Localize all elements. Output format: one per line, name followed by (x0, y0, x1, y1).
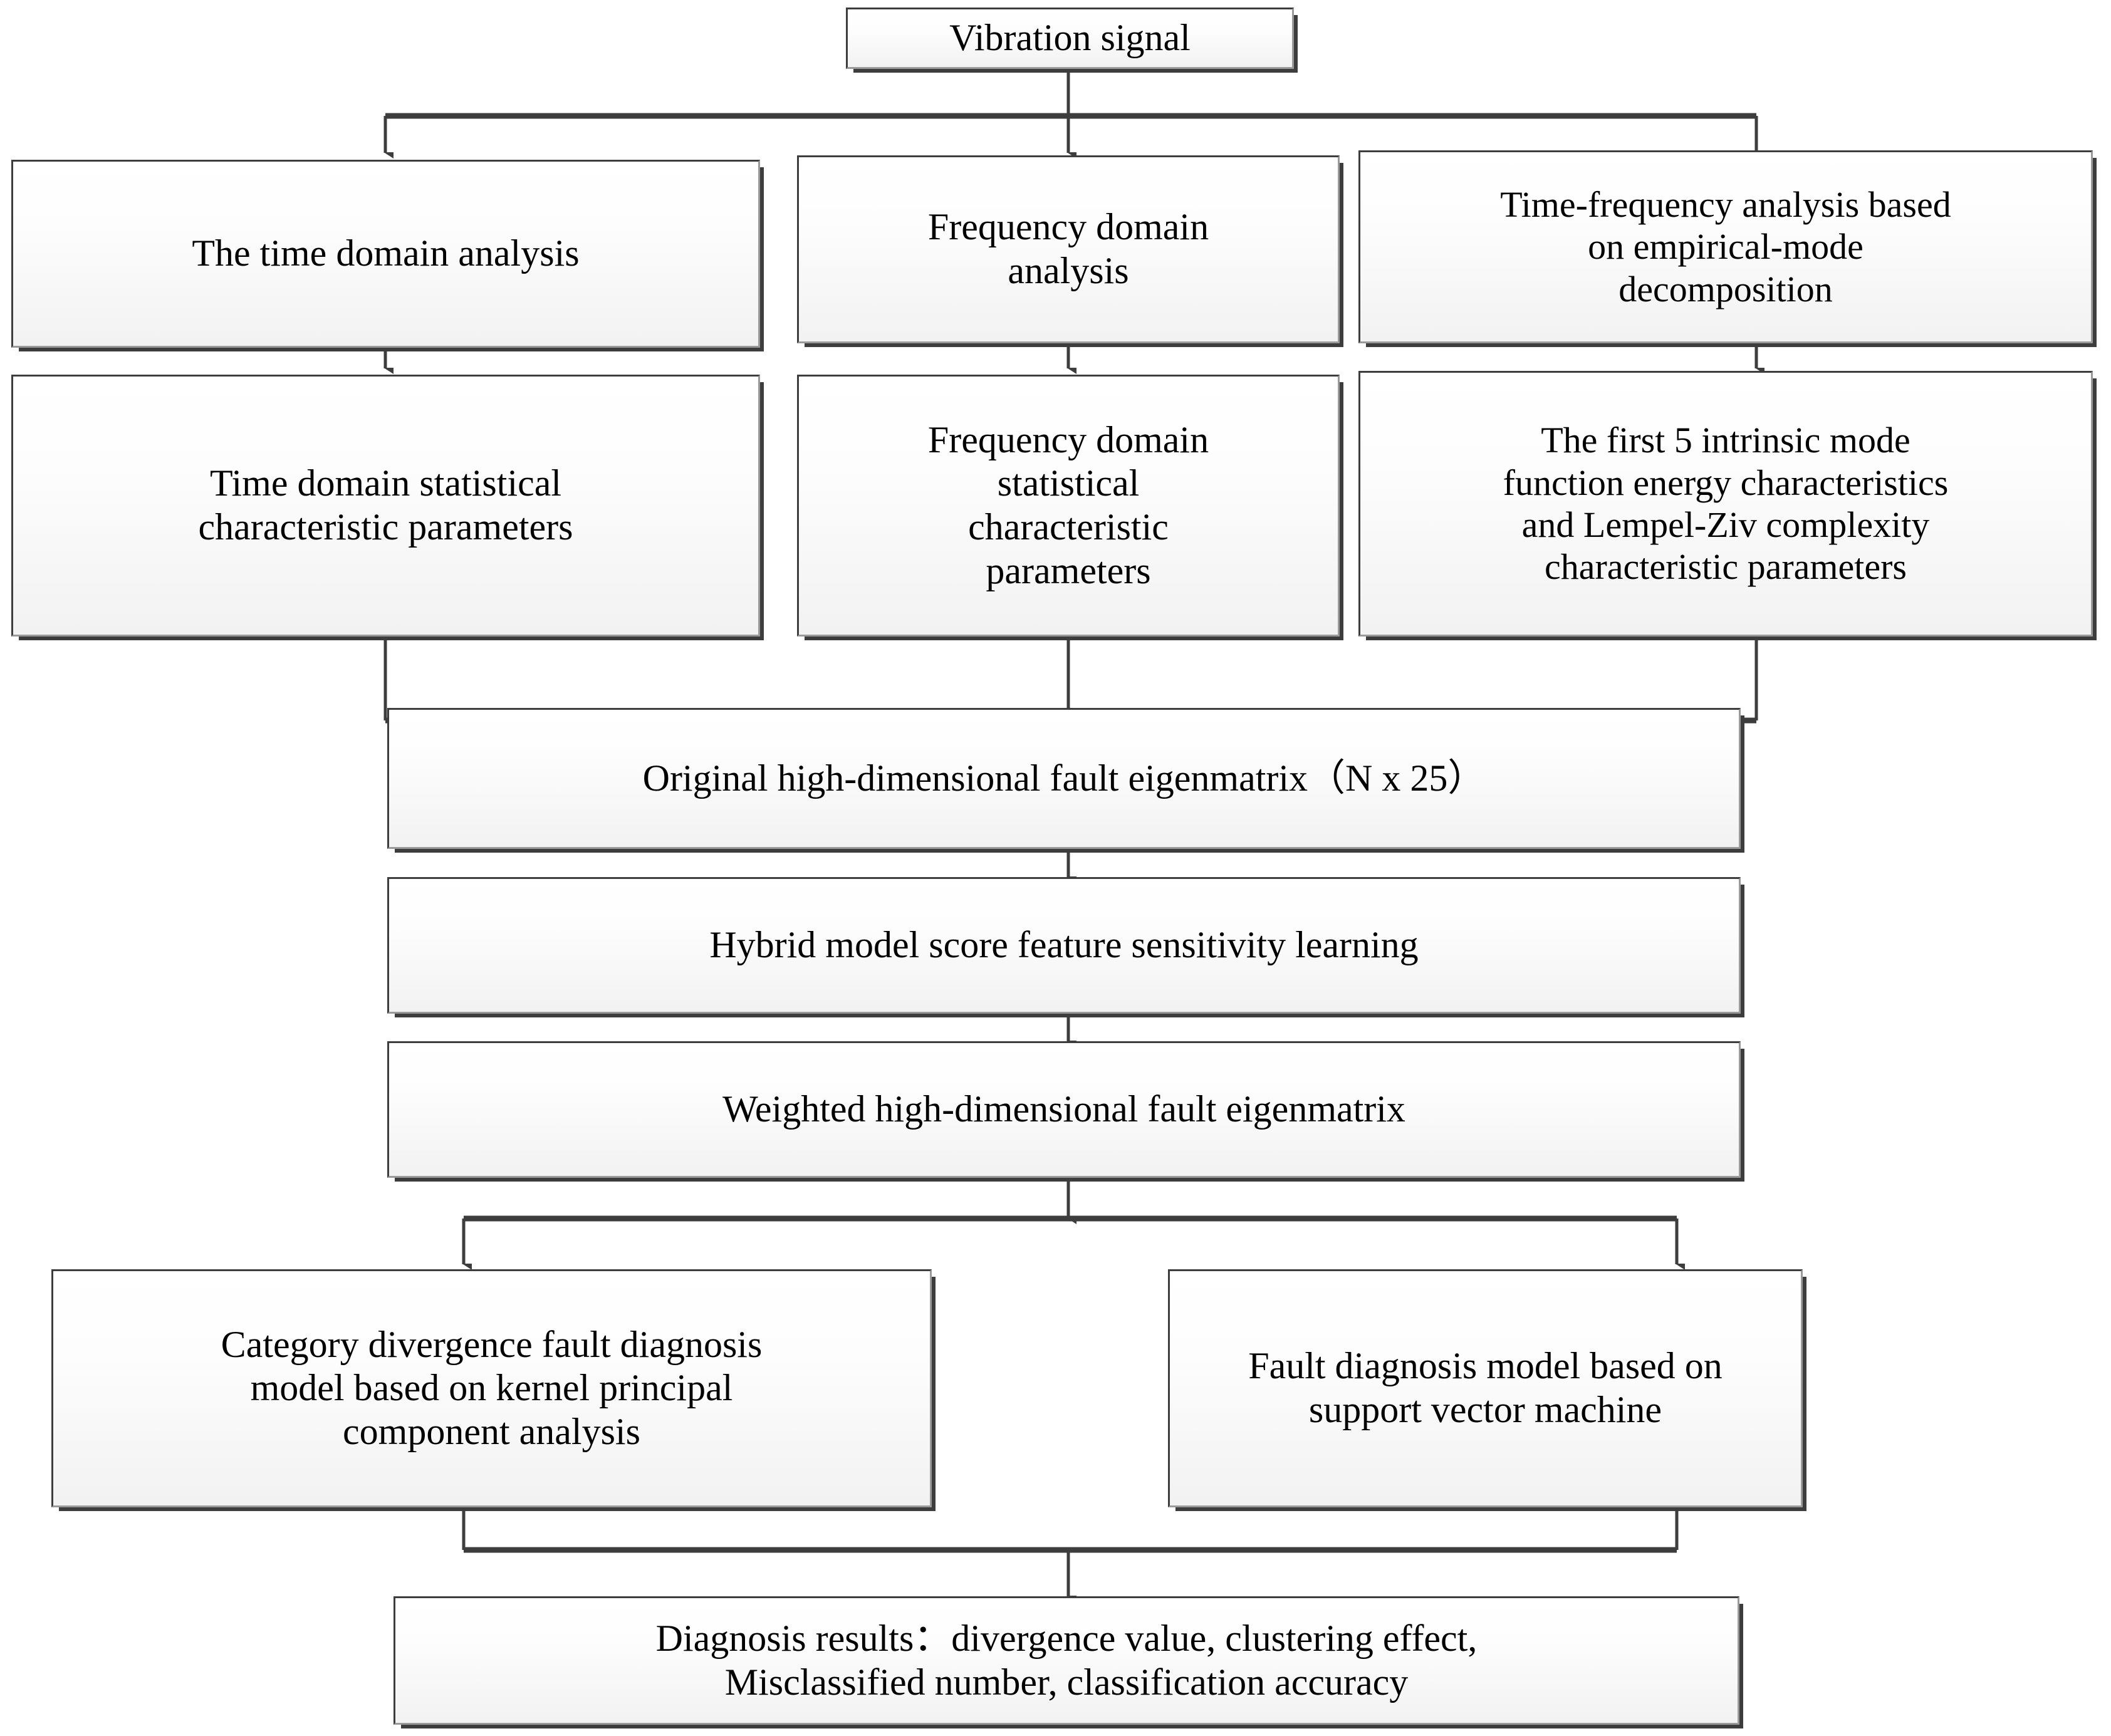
node-svm-model-label: Fault diagnosis model based on support v… (1248, 1345, 1723, 1430)
node-time-domain-params-label: Time domain statistical characteristic p… (198, 462, 573, 548)
node-vibration-signal[interactable]: Vibration signal (846, 8, 1294, 69)
node-time-domain-analysis[interactable]: The time domain analysis (11, 160, 760, 348)
node-vibration-signal-label: Vibration signal (949, 17, 1191, 59)
node-frequency-domain-params-label: Frequency domain statistical characteris… (927, 418, 1209, 591)
node-svm-model[interactable]: Fault diagnosis model based on support v… (1168, 1269, 1803, 1507)
node-original-eigenmatrix[interactable]: Original high-dimensional fault eigenmat… (387, 708, 1741, 849)
node-frequency-domain-analysis-label: Frequency domain analysis (927, 206, 1209, 291)
node-time-frequency-analysis[interactable]: Time-frequency analysis based on empiric… (1358, 150, 2093, 343)
node-original-eigenmatrix-label: Original high-dimensional fault eigenmat… (642, 757, 1486, 799)
node-time-domain-params[interactable]: Time domain statistical characteristic p… (11, 375, 760, 637)
node-time-domain-analysis-label: The time domain analysis (192, 232, 580, 274)
node-weighted-eigenmatrix[interactable]: Weighted high-dimensional fault eigenmat… (387, 1041, 1741, 1178)
node-kpca-model-label: Category divergence fault diagnosis mode… (221, 1323, 763, 1452)
node-imf-params-label: The first 5 intrinsic mode function ener… (1503, 420, 1949, 588)
node-kpca-model[interactable]: Category divergence fault diagnosis mode… (51, 1269, 932, 1507)
node-frequency-domain-params[interactable]: Frequency domain statistical characteris… (797, 375, 1340, 637)
node-imf-params[interactable]: The first 5 intrinsic mode function ener… (1358, 371, 2093, 637)
node-time-frequency-analysis-label: Time-frequency analysis based on empiric… (1500, 184, 1951, 309)
node-frequency-domain-analysis[interactable]: Frequency domain analysis (797, 155, 1340, 343)
node-hybrid-model[interactable]: Hybrid model score feature sensitivity l… (387, 877, 1741, 1014)
node-diagnosis-results[interactable]: Diagnosis results：divergence value, clus… (394, 1596, 1739, 1725)
node-hybrid-model-label: Hybrid model score feature sensitivity l… (709, 924, 1419, 966)
node-diagnosis-results-label: Diagnosis results：divergence value, clus… (655, 1617, 1478, 1703)
node-weighted-eigenmatrix-label: Weighted high-dimensional fault eigenmat… (722, 1088, 1405, 1130)
